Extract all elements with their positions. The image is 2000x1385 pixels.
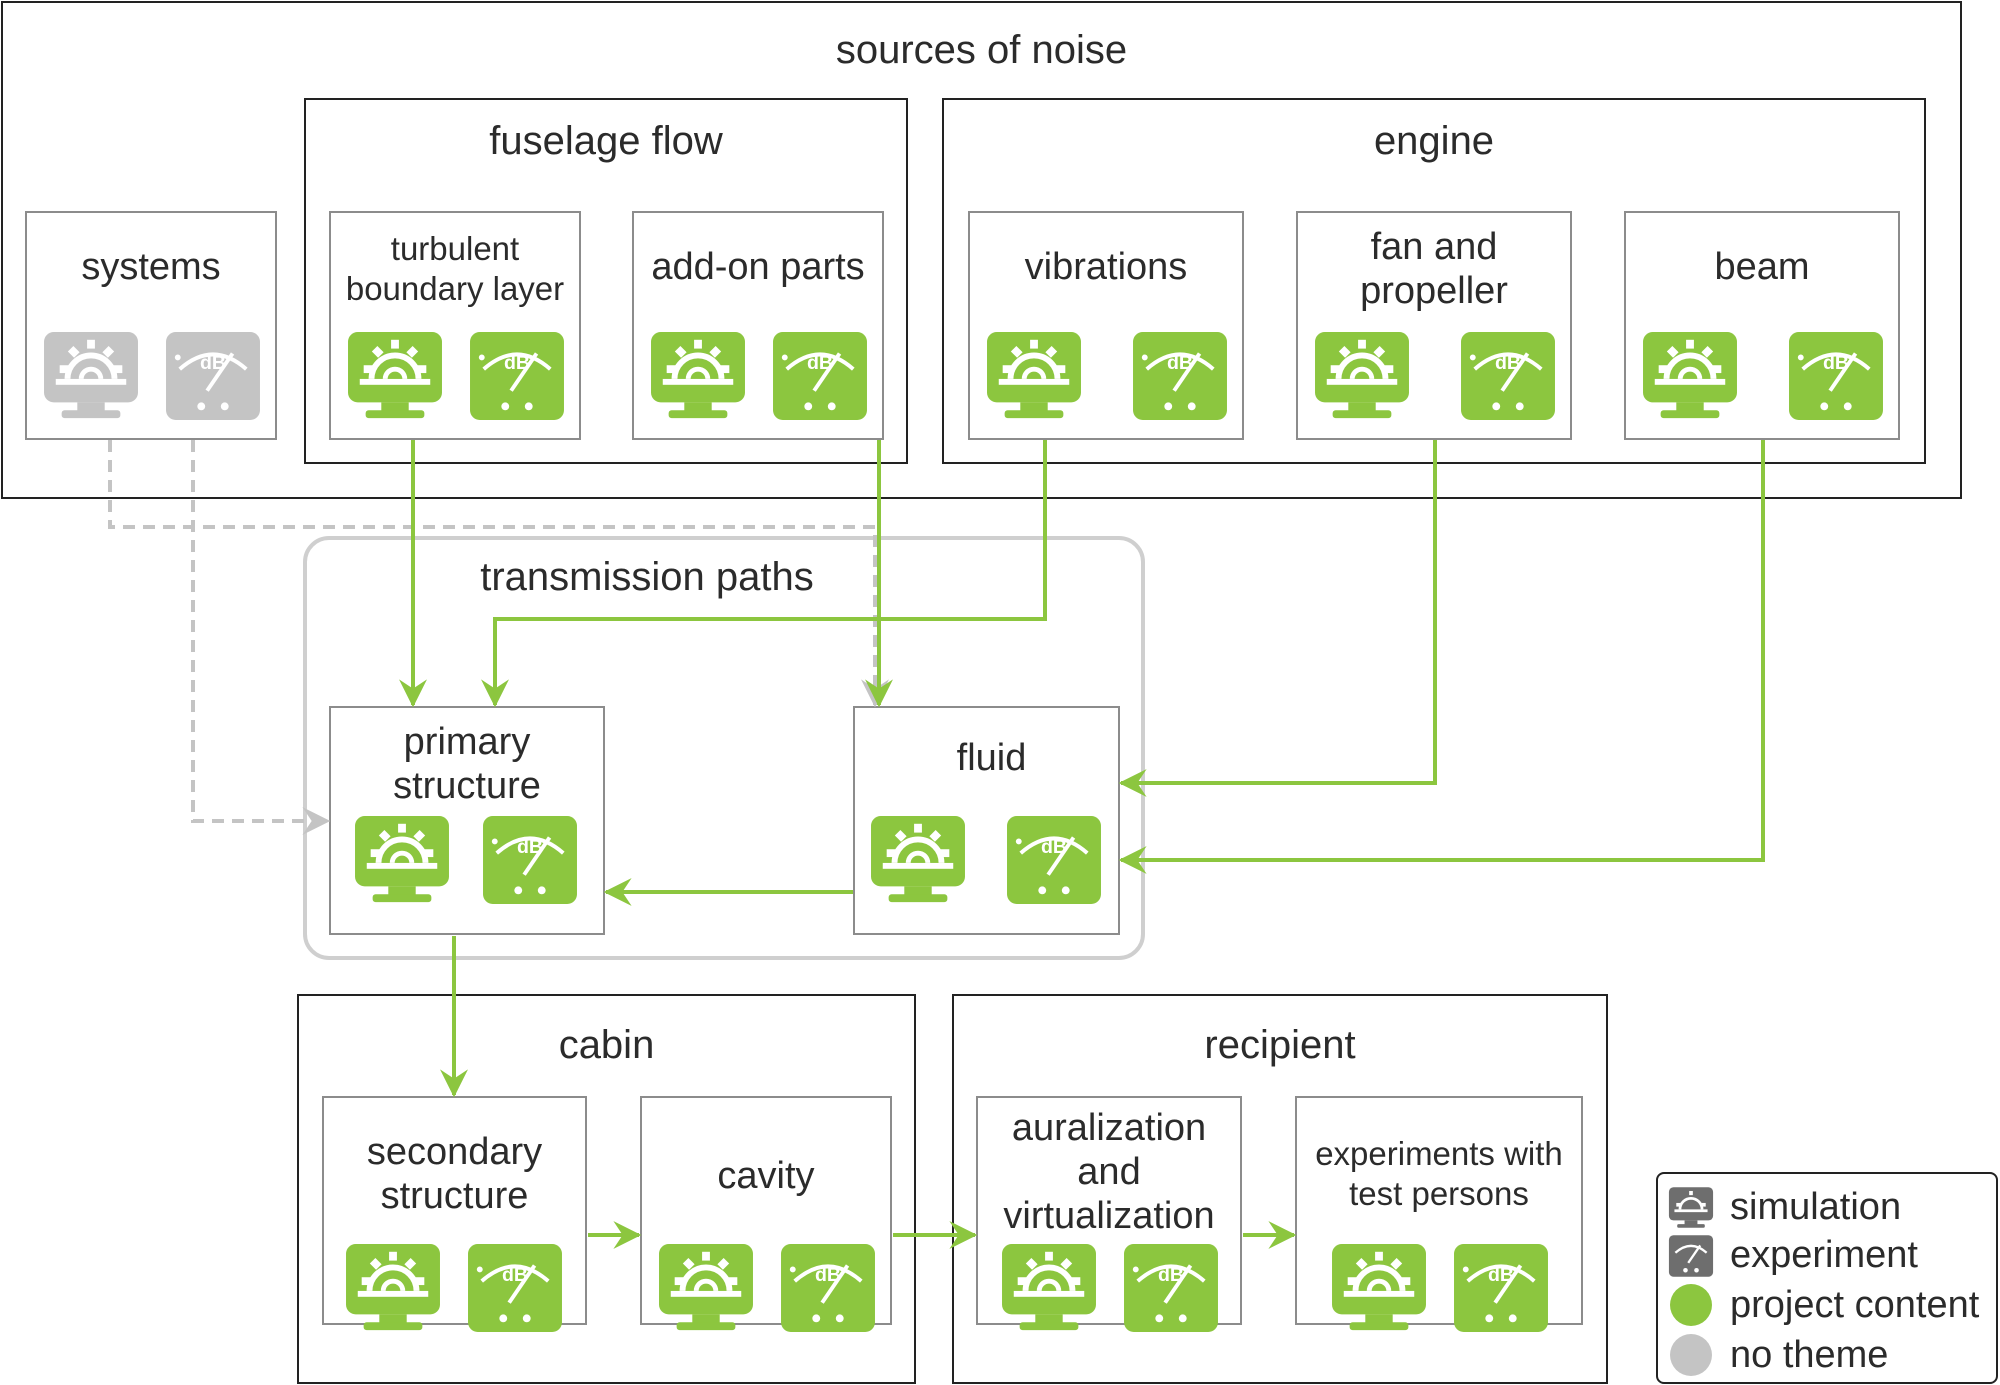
experiment-icon: dB	[481, 814, 579, 906]
svg-text:dB: dB	[502, 1264, 528, 1286]
simulation-icon	[42, 330, 140, 422]
sources-of-noise-title: sources of noise	[835, 28, 1128, 72]
svg-text:dB: dB	[1823, 352, 1849, 374]
vibrations-node: vibrations dB	[968, 211, 1244, 440]
turbulent-boundary-layer-title: turbulent boundary layer	[345, 230, 565, 307]
svg-text:dB: dB	[1167, 352, 1193, 374]
svg-text:dB: dB	[504, 352, 530, 374]
fan-and-propeller-title: fan and propeller	[1360, 226, 1508, 312]
project-content-swatch	[1670, 1284, 1712, 1326]
legend-no-theme-label: no theme	[1730, 1334, 1889, 1376]
primary-structure-node: primary structure dB	[329, 706, 605, 935]
secondary-structure-title: secondary structure	[366, 1131, 543, 1217]
svg-text:dB: dB	[517, 836, 543, 858]
secondary-structure-node: secondary structure dB	[322, 1096, 587, 1333]
beam-node: beam dB	[1624, 211, 1900, 440]
experiment-icon: dB	[1787, 330, 1885, 422]
add-on-parts-title: add-on parts	[651, 246, 865, 288]
simulation-icon	[869, 814, 967, 906]
svg-text:dB: dB	[815, 1264, 841, 1286]
svg-text:dB: dB	[1158, 1264, 1184, 1286]
legend-project-content-label: project content	[1730, 1284, 1980, 1326]
cavity-title: cavity	[717, 1155, 815, 1197]
auralization-title: auralization and virtualization	[1003, 1107, 1215, 1237]
experiment-icon: dB	[779, 1242, 877, 1334]
add-on-parts-node: add-on parts dB	[632, 211, 884, 440]
engine-title: engine	[1373, 119, 1495, 163]
experiment-icon: dB	[1005, 814, 1103, 906]
vibrations-title: vibrations	[1024, 246, 1188, 288]
legend-simulation: simulation	[1658, 1182, 1996, 1232]
cavity-node: cavity dB	[640, 1096, 892, 1333]
cabin-group: cabin	[297, 994, 916, 1384]
simulation-icon	[657, 1242, 755, 1334]
svg-text:dB: dB	[807, 352, 833, 374]
systems-title: systems	[81, 246, 221, 288]
svg-text:dB: dB	[1041, 836, 1067, 858]
svg-text:dB: dB	[1495, 352, 1521, 374]
simulation-icon	[1668, 1186, 1714, 1230]
experiment-icon: dB	[771, 330, 869, 422]
simulation-icon	[1313, 330, 1411, 422]
experiment-icon: dB	[468, 330, 566, 422]
experiments-with-test-persons-node: experiments with test persons dB	[1295, 1096, 1583, 1333]
fluid-node: fluid dB	[853, 706, 1120, 935]
simulation-icon	[649, 330, 747, 422]
transmission-paths-title: transmission paths	[480, 555, 814, 599]
experiment-icon: dB	[1122, 1242, 1220, 1334]
cabin-title: cabin	[558, 1023, 655, 1067]
svg-text:dB: dB	[200, 352, 226, 374]
fuselage-flow-title: fuselage flow	[489, 119, 723, 163]
experiment-icon: dB	[466, 1242, 564, 1334]
simulation-icon	[353, 814, 451, 906]
simulation-icon	[985, 330, 1083, 422]
turbulent-boundary-layer-node: turbulent boundary layer dB	[329, 211, 581, 440]
recipient-group: recipient	[952, 994, 1608, 1384]
primary-structure-title: primary structure	[393, 721, 541, 807]
experiment-icon	[1668, 1234, 1714, 1278]
beam-to-fluid-connector	[1118, 440, 1765, 874]
fan-and-propeller-node: fan and propeller dB	[1296, 211, 1572, 440]
recipient-title: recipient	[1204, 1023, 1356, 1067]
beam-title: beam	[1714, 246, 1810, 288]
legend-no-theme: no theme	[1658, 1330, 1996, 1380]
simulation-icon	[1330, 1242, 1428, 1334]
no-theme-swatch	[1670, 1334, 1712, 1376]
legend-experiment: experiment	[1658, 1230, 1996, 1280]
legend: simulation experiment project content no…	[1656, 1172, 1998, 1384]
experiments-title: experiments with test persons	[1315, 1135, 1563, 1212]
experiment-icon: dB	[1452, 1242, 1550, 1334]
legend-project-content: project content	[1658, 1280, 1996, 1330]
systems-node: systems dB	[25, 211, 277, 440]
legend-experiment-label: experiment	[1730, 1234, 1918, 1276]
fluid-title: fluid	[956, 737, 1027, 779]
experiment-icon: dB	[1459, 330, 1557, 422]
svg-text:dB: dB	[1488, 1264, 1514, 1286]
simulation-icon	[346, 330, 444, 422]
experiment-icon: dB	[1131, 330, 1229, 422]
auralization-node: auralization and virtualization dB	[976, 1096, 1242, 1333]
simulation-icon	[344, 1242, 442, 1334]
simulation-icon	[1641, 330, 1739, 422]
legend-simulation-label: simulation	[1730, 1186, 1902, 1228]
simulation-icon	[1000, 1242, 1098, 1334]
experiment-icon: dB	[164, 330, 262, 422]
